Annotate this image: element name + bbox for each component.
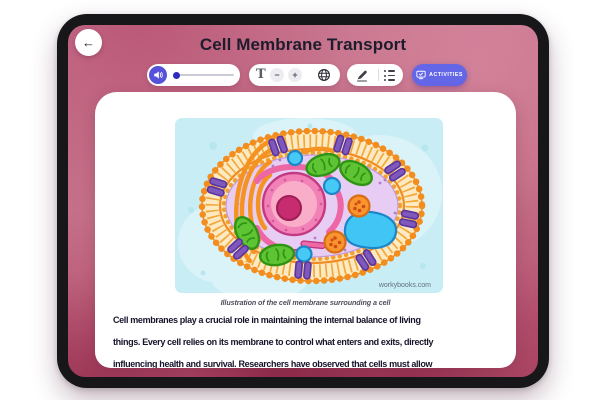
tablet-screen: ← Cell Membrane Transport T − + xyxy=(68,25,538,377)
speaker-icon xyxy=(154,71,163,79)
tablet-frame: ← Cell Membrane Transport T − + xyxy=(57,14,549,388)
cell-illustration: workybooks.com xyxy=(175,118,443,293)
figure-caption: Illustration of the cell membrane surrou… xyxy=(220,298,391,307)
nucleolus xyxy=(276,195,302,221)
nucleus xyxy=(261,171,327,237)
body-text: Cell membranes play a crucial role in ma… xyxy=(113,309,506,368)
increase-font-button[interactable]: + xyxy=(288,68,302,82)
vesicles xyxy=(286,149,342,263)
annotate-controls xyxy=(347,64,403,86)
lysosome xyxy=(347,194,371,218)
volume-track xyxy=(177,74,234,76)
font-size-icon[interactable]: T xyxy=(256,67,266,82)
list-icon xyxy=(384,70,395,82)
lysosome xyxy=(323,230,347,254)
pen-button[interactable] xyxy=(355,68,369,82)
pen-icon xyxy=(357,70,367,82)
page-title: Cell Membrane Transport xyxy=(199,35,407,54)
vacuole xyxy=(343,210,398,250)
content-card: workybooks.com Illustration of the cell … xyxy=(95,92,516,368)
body-text-line: Cell membranes play a crucial role in ma… xyxy=(113,315,421,325)
language-button[interactable] xyxy=(317,68,331,82)
toolbar-divider xyxy=(378,69,379,81)
body-text-line: influencing health and survival. Researc… xyxy=(113,359,433,368)
decrease-font-button[interactable]: − xyxy=(270,68,284,82)
audio-controls xyxy=(147,64,240,86)
back-button[interactable]: ← xyxy=(75,29,102,56)
body-text-line: things. Every cell relies on its membran… xyxy=(113,337,434,347)
cell-diagram xyxy=(175,118,443,293)
list-button[interactable] xyxy=(384,70,395,84)
activities-button[interactable]: ACTIVITIES xyxy=(412,64,467,86)
speaker-button[interactable] xyxy=(149,66,167,84)
globe-icon xyxy=(318,69,330,81)
back-arrow-icon: ← xyxy=(82,35,95,50)
font-controls: T − + xyxy=(249,64,340,86)
monitor-icon xyxy=(416,70,426,80)
activities-label: ACTIVITIES xyxy=(429,72,463,78)
watermark: workybooks.com xyxy=(378,282,431,289)
volume-slider-thumb[interactable] xyxy=(173,71,180,79)
